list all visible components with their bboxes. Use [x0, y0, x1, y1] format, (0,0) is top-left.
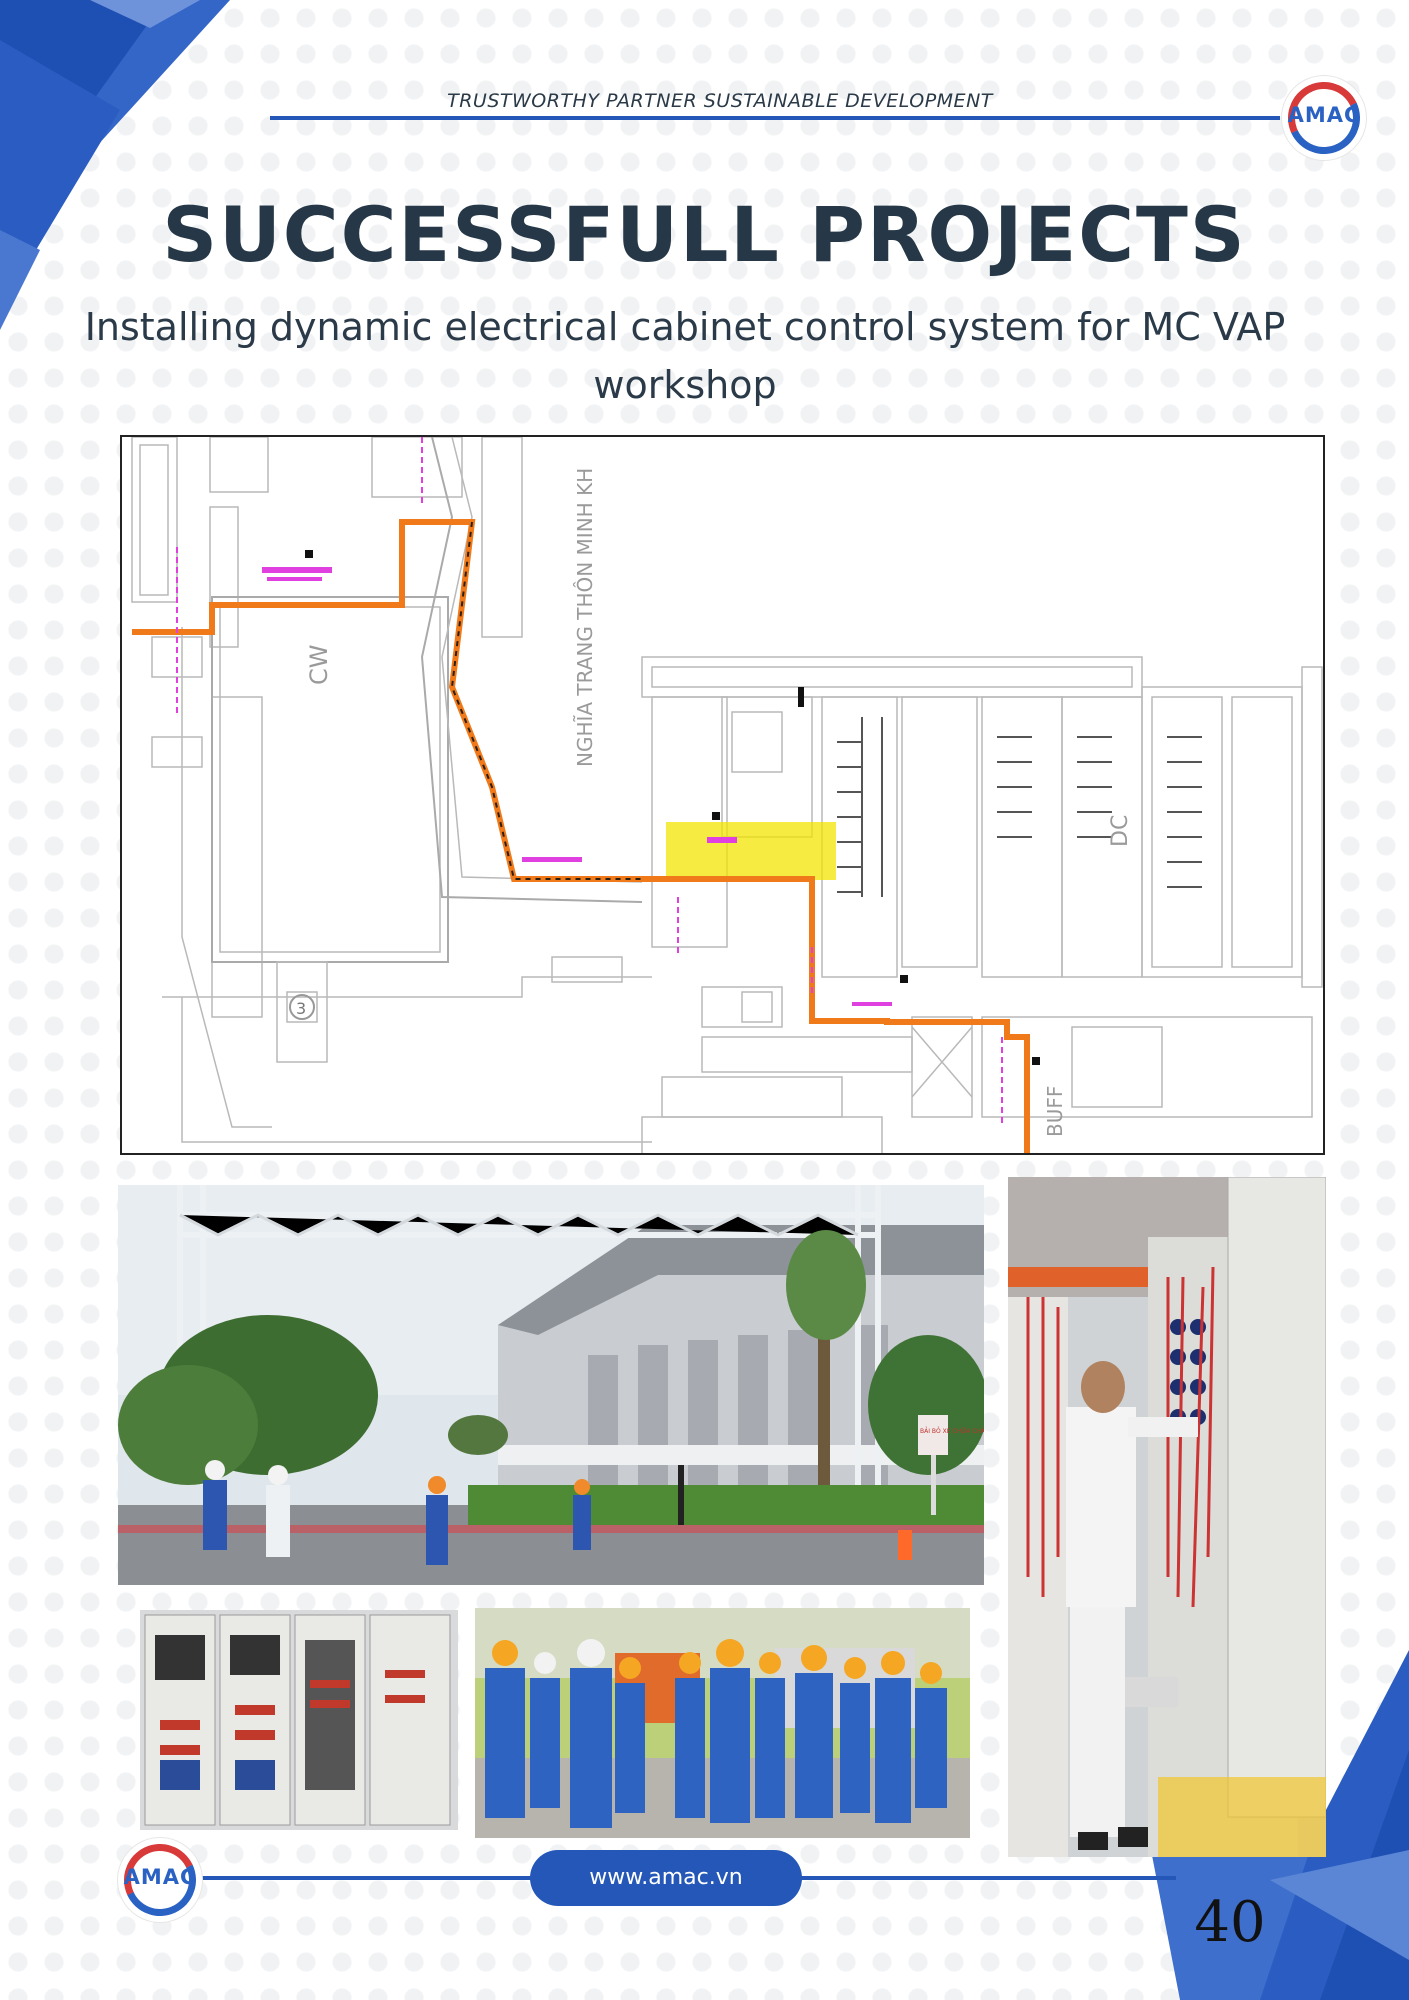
cable-route-dashed	[450, 521, 642, 880]
tagline: TRUSTWORTHY PARTNER SUSTAINABLE DEVELOPM…	[447, 90, 993, 112]
technician-cabinet-photo	[1008, 1177, 1326, 1857]
header-divider	[270, 116, 1280, 120]
label-circle-mark: 3	[296, 999, 306, 1018]
page-number: 40	[1194, 1890, 1266, 1955]
page-title: SUCCESSFULL PROJECTS	[162, 190, 1247, 279]
amac-logo-top: AMAC	[1282, 76, 1366, 160]
electrical-cabinets-photo	[140, 1610, 458, 1830]
site-layout-drawing: CW NGHĨA TRANG THÔN MINH KH DC BUFF 3	[120, 435, 1325, 1155]
cad-plan-svg: CW NGHĨA TRANG THÔN MINH KH DC BUFF 3	[131, 437, 1323, 1153]
page-subtitle: Installing dynamic electrical cabinet co…	[84, 305, 1286, 407]
logo-text: AMAC	[123, 1865, 197, 1889]
website-link[interactable]: www.amac.vn	[530, 1850, 802, 1906]
site-work-photo: BẢI BỎ XE CHỮA CHÁY	[118, 1185, 984, 1585]
fire-truck-parking-sign: BẢI BỎ XE CHỮA CHÁY	[920, 1427, 984, 1435]
label-dc: DC	[1108, 815, 1133, 847]
label-cw: CW	[305, 645, 333, 686]
team-photo	[475, 1608, 970, 1838]
highlighted-zone	[666, 822, 836, 880]
logo-text: AMAC	[1287, 103, 1361, 127]
label-road: NGHĨA TRANG THÔN MINH KH	[573, 468, 597, 767]
label-buff: BUFF	[1043, 1086, 1067, 1137]
top-left-decoration	[0, 0, 230, 330]
amac-logo-bottom: AMAC	[118, 1838, 202, 1922]
